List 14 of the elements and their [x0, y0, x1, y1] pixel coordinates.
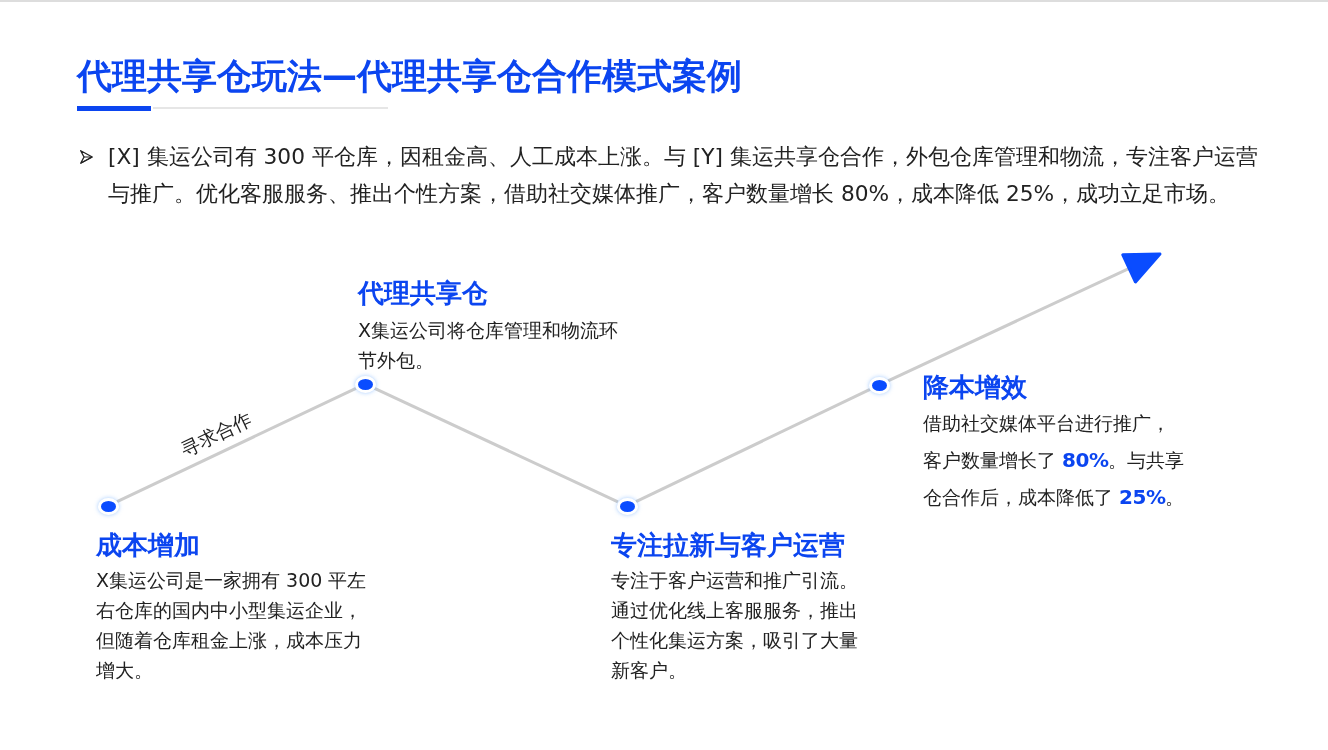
intro-text: [X] 集运公司有 300 平仓库，因租金高、人工成本上涨。与 [Y] 集运共享仓合作，外包仓库管理和物流，专注客户运营与推广。优化客服服务、推出个性方案，借助社交媒体推广，客户数量增长 80%，成本降低 25%，成功立足市场。 [108, 143, 1259, 208]
step-heading: 专注拉新与客户运营 [611, 529, 845, 561]
connector-line [373, 386, 619, 504]
step-description: X集运公司是一家拥有 300 平左右仓库的国内中小型集运企业，但随着仓库租金上涨，成本压力增大。 [96, 568, 368, 683]
step-description: X集运公司将仓库管理和物流环节外包。 [358, 318, 620, 373]
step-heading: 代理共享仓 [358, 277, 488, 309]
connector-line [116, 386, 357, 504]
step-heading: 降本增效 [923, 371, 1027, 403]
step-description: 专注于客户运营和推广引流。通过优化线上客服服务，推出个性化集运方案，吸引了大量新客户。 [611, 568, 859, 683]
arrow [887, 252, 1162, 383]
step-heading: 成本增加 [96, 529, 200, 561]
connector-line [635, 387, 871, 504]
title: 代理共享仓玩法—代理共享仓合作模式案例 [77, 56, 742, 96]
step-description: 借助社交媒体平台进行推广，客户数量增长了 80%。与共享仓合作后，成本降低了 25%。 [923, 411, 1186, 511]
